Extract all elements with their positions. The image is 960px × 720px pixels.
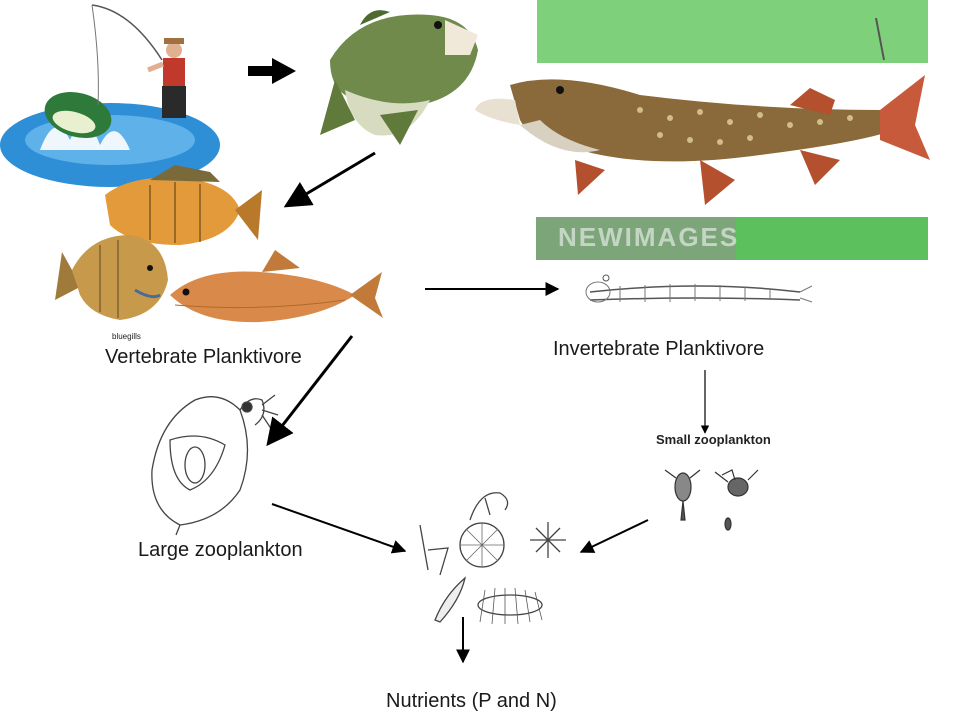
vertebrate-planktivore-illustration (55, 165, 383, 323)
food-web-arrows (266, 151, 710, 664)
pike-illustration (475, 75, 930, 205)
phytoplankton-illustration (419, 492, 566, 625)
watermark-text: NEWIMAGES (558, 222, 740, 252)
arrow-vertebrate-to-large-zoo (266, 335, 354, 447)
small-zooplankton-caption: Small zooplankton (656, 432, 771, 447)
arrow-large-zoo-to-phyto (271, 503, 407, 554)
large-zooplankton-illustration (151, 394, 279, 536)
invertebrate-planktivore-illustration (585, 274, 813, 303)
label-invertebrate-planktivore: Invertebrate Planktivore (553, 338, 765, 360)
label-large-zooplankton: Large zooplankton (138, 539, 303, 561)
small-zooplankton-illustration (664, 469, 759, 531)
bluegills-caption: bluegills (112, 332, 141, 341)
algae-strip-top (537, 0, 928, 63)
arrow-bass-to-planktivore (283, 151, 376, 208)
bass-illustration (320, 10, 478, 145)
label-vertebrate-planktivore: Vertebrate Planktivore (105, 346, 302, 368)
fisherman-illustration (0, 4, 220, 187)
label-nutrients: Nutrients (P and N) (386, 690, 557, 712)
arrow-small-zoo-to-phyto (579, 519, 649, 553)
harvest-arrow (248, 58, 296, 84)
